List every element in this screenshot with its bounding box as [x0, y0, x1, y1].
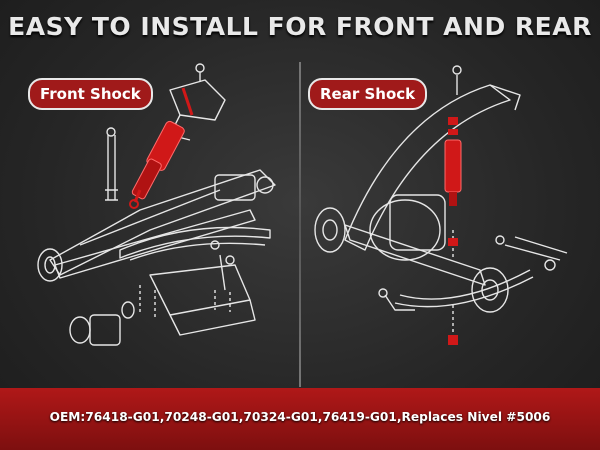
rear-shock-absorber: [444, 117, 462, 345]
rear-suspension-diagram: [314, 65, 568, 345]
front-hub: [37, 248, 63, 282]
front-shock-label: Front Shock: [28, 78, 153, 110]
upper-bracket: [169, 79, 226, 121]
oem-numbers: OEM:76418-G01,70248-G01,70324-G01,76419-…: [49, 410, 551, 424]
brake-drum-right: [471, 267, 509, 313]
spring-plate: [149, 264, 251, 316]
rear-axle: [344, 224, 486, 286]
brake-drum-left: [314, 207, 346, 253]
front-axle: [54, 209, 256, 279]
footer-banner: [0, 388, 600, 450]
spindle: [69, 316, 91, 344]
differential: [369, 199, 441, 261]
front-shock-absorber: [129, 87, 194, 209]
rear-leaf-spring: [399, 269, 531, 300]
front-suspension-diagram: [37, 63, 276, 346]
mount-bolt-top: [195, 63, 205, 73]
rear-frame: [344, 84, 511, 251]
leaf-spring: [119, 226, 271, 259]
frame-rail: [49, 169, 276, 276]
rear-shock-label: Rear Shock: [308, 78, 428, 110]
headline: EASY TO INSTALL FOR FRONT AND REAR: [8, 12, 592, 41]
steering-box: [214, 174, 256, 201]
center-divider: [299, 62, 301, 387]
